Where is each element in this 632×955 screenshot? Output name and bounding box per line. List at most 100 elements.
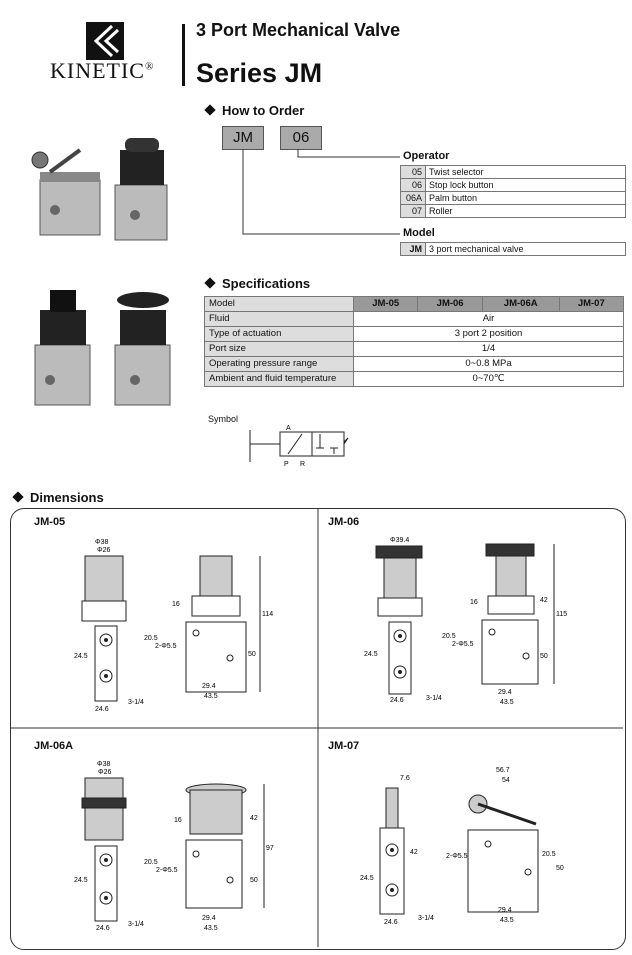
spec-label: Type of actuation [204, 326, 354, 342]
dim-text: 42 [540, 597, 548, 604]
specifications-heading: Specifications [204, 276, 310, 291]
kinetic-logo-icon [86, 22, 124, 60]
order-code-operator: 06 [280, 126, 322, 150]
spec-label: Port size [204, 341, 354, 357]
dim-text: 54 [502, 777, 510, 784]
dim-text: Φ26 [98, 769, 111, 776]
panel-title-jm06: JM-06 [328, 516, 360, 528]
diamond-bullet-icon [204, 277, 216, 289]
page-title: Series JM [196, 58, 323, 88]
spec-col-model: Model [204, 296, 354, 312]
dim-text: 24.6 [96, 925, 110, 932]
brand-name: KINETIC® [50, 58, 155, 83]
valve-symbol: A P R [249, 425, 349, 468]
dimensions-heading: Dimensions [12, 490, 104, 505]
dim-text: 24.5 [364, 651, 378, 658]
dim-text: 24.5 [74, 877, 88, 884]
page-subtitle: 3 Port Mechanical Valve [196, 20, 401, 40]
dim-text: 2-Φ5.5 [452, 641, 474, 648]
dim-text: 20.5 [144, 635, 158, 642]
jm05-photo [34, 290, 91, 406]
panel-title-jm06a: JM-06A [34, 740, 74, 752]
dim-text: 3-1/4 [128, 699, 144, 706]
spec-label: Operating pressure range [204, 356, 354, 372]
order-code-series: JM [222, 126, 264, 150]
operator-desc: Palm button [425, 191, 626, 205]
model-code: JM [400, 242, 426, 256]
drawing-jm06a: Φ38 Φ26 24.5 24.6 3-1/4 97 42 50 16 2-Φ5… [74, 761, 274, 932]
operator-code: 07 [400, 204, 426, 218]
dim-text: 24.5 [360, 875, 374, 882]
dim-text: 50 [540, 653, 548, 660]
dim-text: 114 [262, 611, 273, 618]
drawing-jm05: Φ38 Φ26 24.5 24.6 3-1/4 114 50 16 2-Φ5.5… [74, 539, 273, 713]
dim-text: 20.5 [542, 851, 556, 858]
dim-text: 29.4 [498, 689, 512, 696]
jm06-photo [114, 138, 168, 241]
dim-text: 42 [250, 815, 258, 822]
drawing-jm07: 7.6 42 24.5 24.6 3-1/4 56.7 54 50 20.5 2… [360, 767, 564, 926]
spec-col-jm05: JM-05 [352, 296, 419, 312]
operator-code: 05 [400, 165, 426, 179]
dim-text: 97 [266, 845, 274, 852]
dim-text: Φ26 [97, 547, 110, 554]
spec-value: 3 port 2 position [353, 326, 624, 342]
dim-text: 43.5 [204, 925, 218, 932]
dim-text: 29.4 [202, 915, 216, 922]
dim-text: 50 [248, 651, 256, 658]
spec-value: 0~0.8 MPa [353, 356, 624, 372]
dim-text: Φ38 [97, 761, 110, 768]
dim-text: 43.5 [204, 693, 218, 700]
dim-text: 3-1/4 [418, 915, 434, 922]
dim-text: 42 [410, 849, 418, 856]
dim-text: 16 [470, 599, 478, 606]
dim-text: 56.7 [496, 767, 510, 774]
dim-text: Φ39.4 [390, 537, 409, 544]
dim-text: 24.6 [390, 697, 404, 704]
spec-col-jm06a: JM-06A [481, 296, 560, 312]
how-to-order-heading: How to Order [204, 103, 304, 118]
spec-label: Fluid [204, 311, 354, 327]
dim-text: 29.4 [202, 683, 216, 690]
dim-text: Φ38 [95, 539, 108, 546]
dim-text: 43.5 [500, 699, 514, 706]
spec-col-jm07: JM-07 [558, 296, 625, 312]
dim-text: 43.5 [500, 917, 514, 924]
dim-text: 29.4 [498, 907, 512, 914]
operator-code: 06 [400, 178, 426, 192]
dim-text: 20.5 [144, 859, 158, 866]
operator-code: 06A [400, 191, 426, 205]
dim-text: 50 [556, 865, 564, 872]
spec-label: Ambient and fluid temperature [204, 371, 354, 387]
symbol-port-a: A [286, 425, 291, 432]
dim-text: 20.5 [442, 633, 456, 640]
product-photos [31, 138, 171, 406]
header-divider [182, 24, 185, 86]
jm07-photo [31, 148, 101, 236]
jm06a-photo [114, 292, 171, 406]
spec-col-jm06: JM-06 [417, 296, 483, 312]
dim-text: 16 [172, 601, 180, 608]
spec-value: 0~70℃ [353, 371, 624, 387]
dim-text: 115 [556, 611, 567, 618]
diamond-bullet-icon [12, 491, 24, 503]
spec-value: Air [353, 311, 624, 327]
panel-title-jm07: JM-07 [328, 740, 360, 752]
dim-text: 3-1/4 [128, 921, 144, 928]
symbol-label: Symbol [208, 414, 239, 424]
operator-label: Operator [403, 150, 450, 162]
drawing-jm06: Φ39.4 24.5 24.6 3-1/4 115 42 50 16 2-Φ5.… [364, 537, 567, 706]
symbol-port-p: P [284, 461, 289, 468]
dim-text: 7.6 [400, 775, 410, 782]
